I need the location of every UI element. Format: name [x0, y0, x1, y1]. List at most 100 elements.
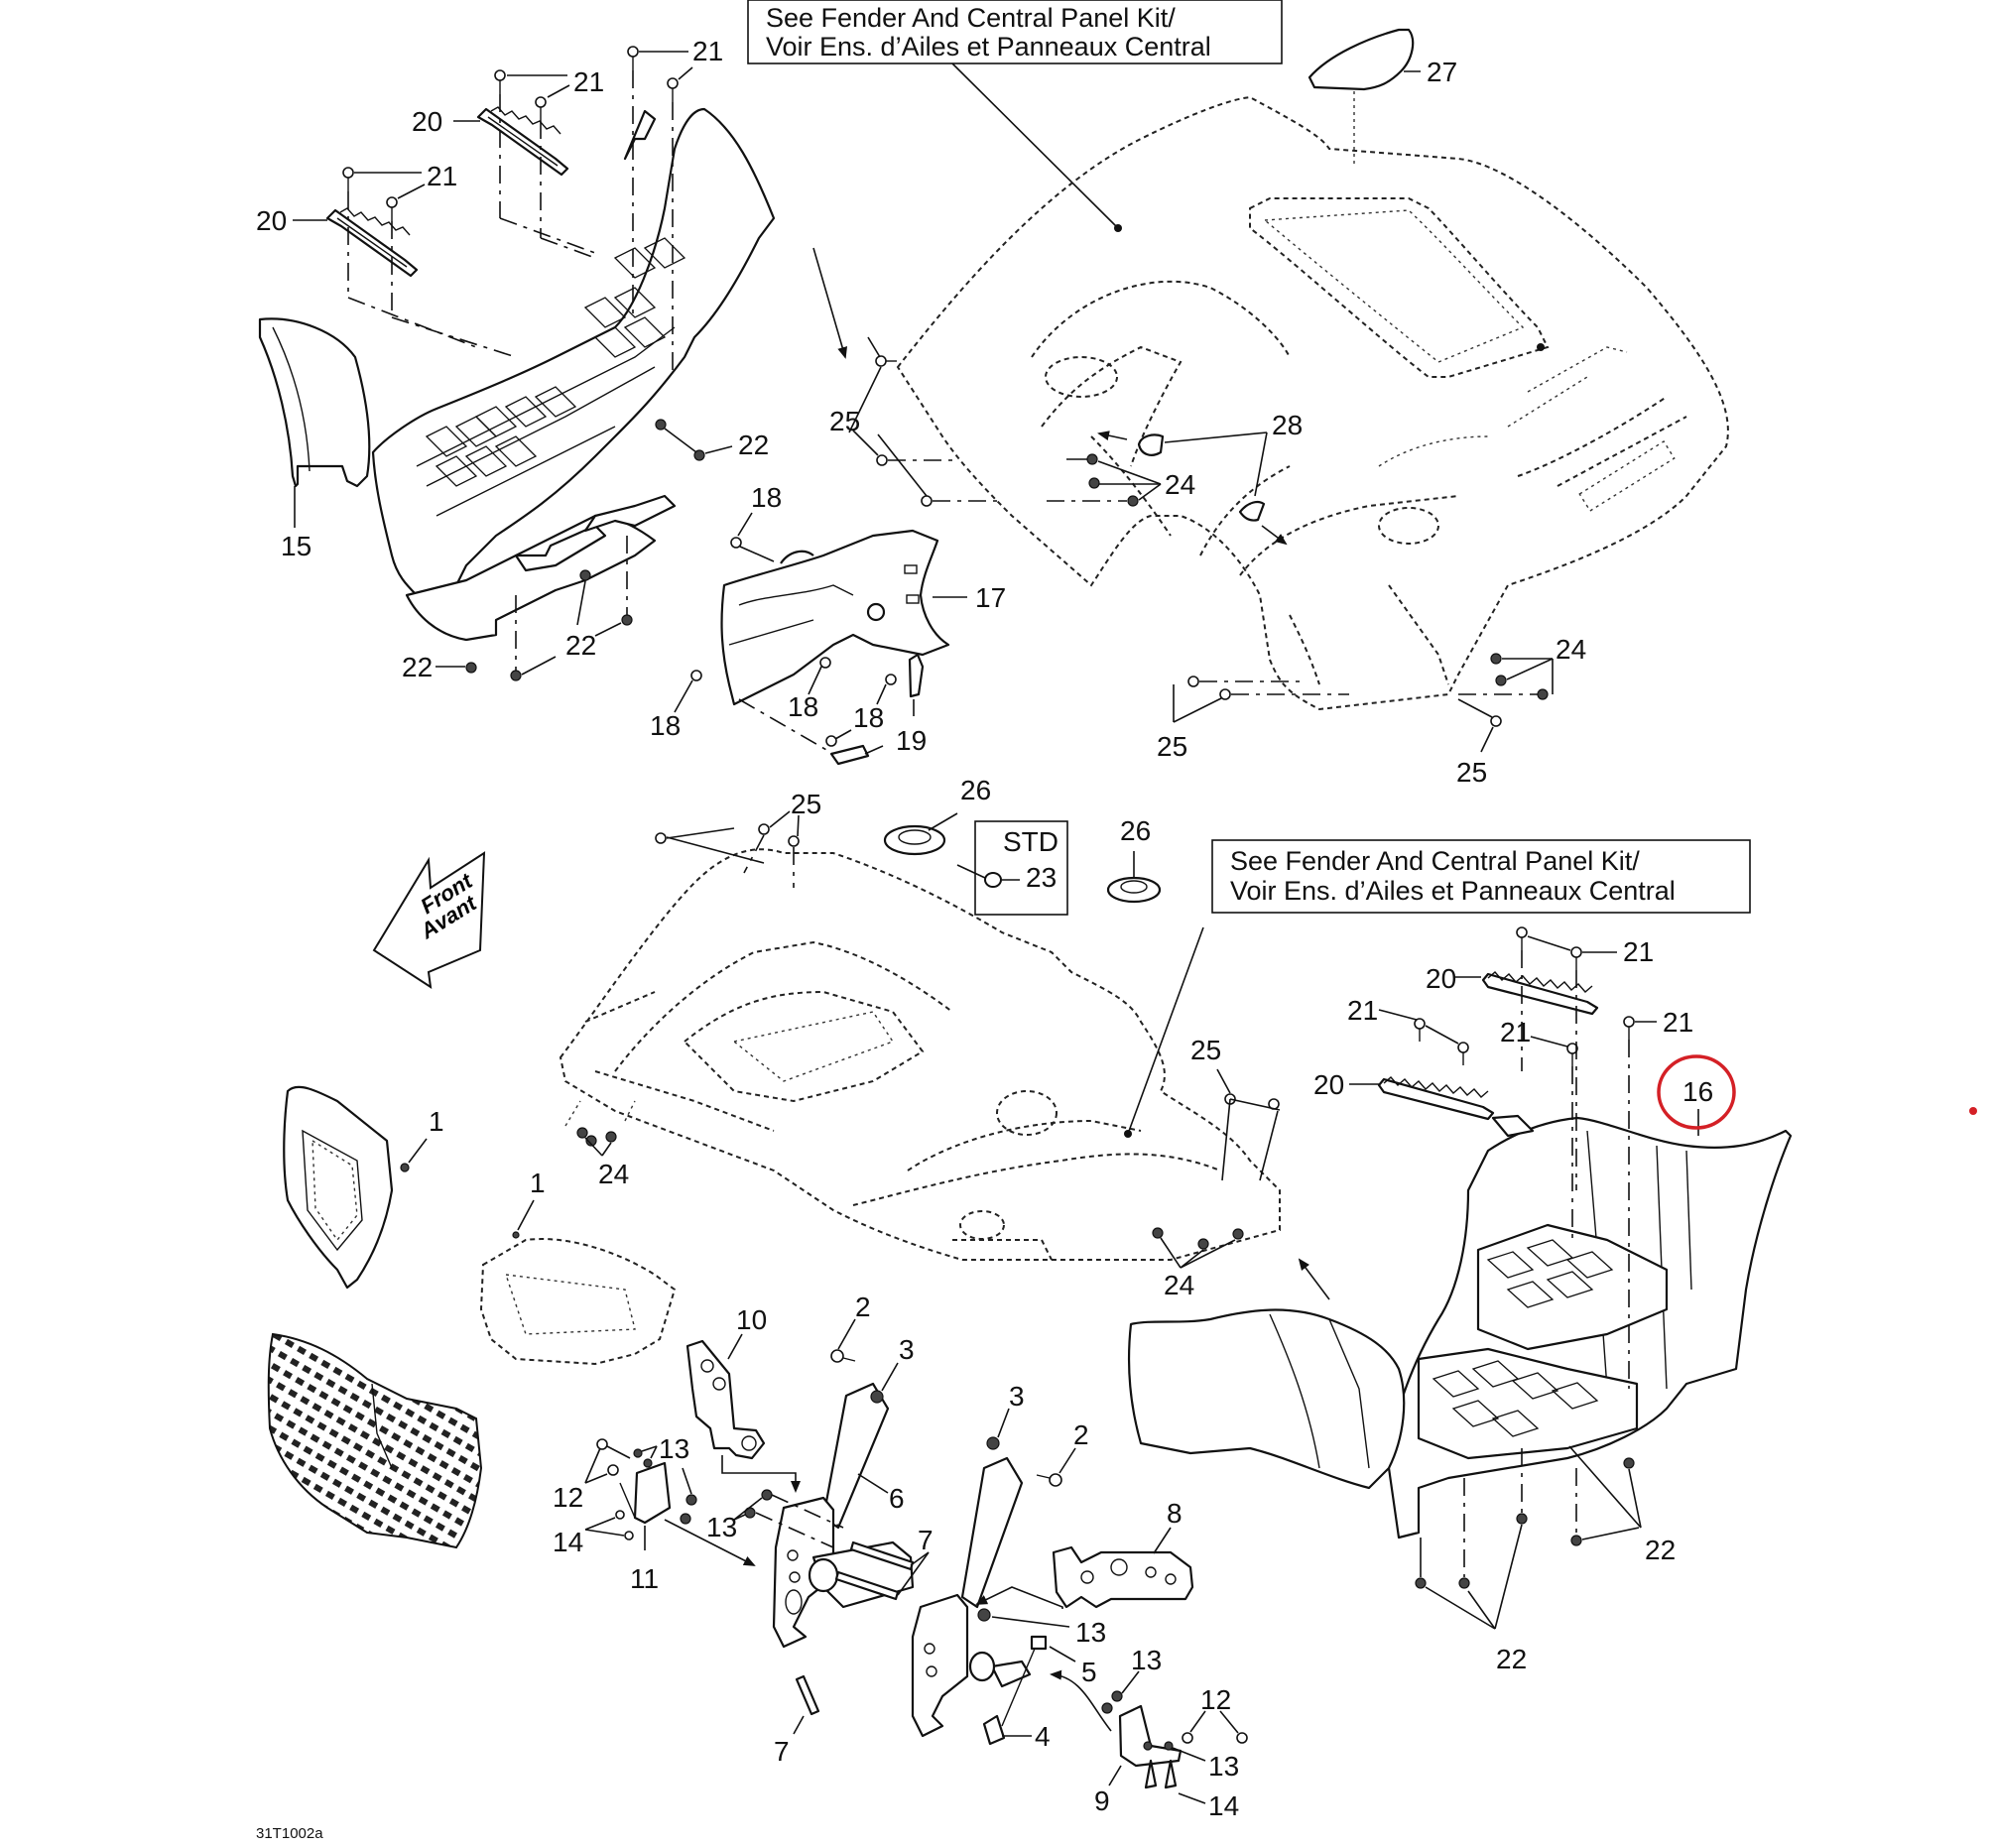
callout-25-a: 25 [829, 406, 860, 436]
callout-20-d: 20 [1313, 1069, 1344, 1100]
part-17-side-panel [720, 529, 950, 706]
highlight-circle-16 [1657, 1054, 1736, 1130]
callout-18-b: 18 [650, 710, 681, 741]
callout-14-a: 14 [553, 1527, 583, 1557]
callout-17: 17 [975, 582, 1006, 613]
callout-13-e: 13 [1208, 1751, 1239, 1782]
callout-22-c: 22 [402, 652, 433, 682]
callout-25-e: 25 [1190, 1035, 1221, 1065]
callout-22-b: 22 [565, 630, 596, 661]
nuts-22-top-left [436, 419, 733, 681]
callout-13-a: 13 [659, 1433, 689, 1464]
callout-24-a: 24 [1165, 469, 1195, 500]
rear-fender-phantom [896, 95, 1729, 711]
fender-assembly-arrow [812, 247, 848, 359]
callout-23: 23 [1026, 862, 1057, 893]
part-20-step-plate-lower-right [1377, 1076, 1495, 1121]
washer-23 [984, 872, 1002, 888]
callout-1-b: 1 [530, 1168, 546, 1198]
note-top-line2: Voir Ens. d’Ailes et Panneaux Central [766, 32, 1211, 62]
nuts-22-right [1415, 1445, 1642, 1630]
callout-24-c: 24 [598, 1159, 629, 1189]
part-10-bracket [685, 1339, 766, 1460]
callout-21-c: 21 [427, 161, 457, 191]
callout-21-g: 21 [1663, 1007, 1693, 1038]
fasteners-24-middle [564, 1068, 1281, 1269]
part-20-step-plate-lower-left [325, 207, 419, 278]
callout-6: 6 [889, 1483, 905, 1514]
callout-22-d: 22 [1496, 1644, 1527, 1674]
part-27-cap [1308, 28, 1415, 91]
fender-fasteners-upper-left [848, 336, 1002, 507]
part-16-top-flange [1491, 1114, 1535, 1138]
callout-13-d: 13 [1131, 1645, 1162, 1675]
fender-fasteners-24-upper [1047, 453, 1162, 507]
callout-20-a: 20 [412, 106, 442, 137]
front-grille-upper [283, 1085, 394, 1290]
callout-5: 5 [1081, 1657, 1097, 1687]
callout-25-c: 25 [1456, 757, 1487, 788]
callout-14-b: 14 [1208, 1790, 1239, 1821]
callout-16: 16 [1682, 1076, 1713, 1107]
pins-7 [793, 1540, 930, 1735]
callout-28: 28 [1272, 410, 1303, 440]
callout-21-d: 21 [1623, 936, 1654, 967]
part-15-footrest-left [258, 107, 776, 642]
fender-gaskets-26 [883, 812, 1162, 904]
front-fender-phantom [559, 848, 1281, 1261]
part-20-step-plate-upper-left [476, 106, 569, 177]
callout-22-e: 22 [1645, 1535, 1676, 1565]
callout-10: 10 [736, 1304, 767, 1335]
note-middle-line2: Voir Ens. d’Ailes et Panneaux Central [1230, 876, 1676, 906]
footrest-right-arrow [1298, 1258, 1330, 1300]
red-marker-dot [1969, 1107, 1977, 1115]
fasteners-18-19 [674, 512, 925, 766]
fasteners-25-middle [655, 810, 800, 888]
callout-18-a: 18 [751, 482, 782, 513]
step-bolts-top-left [293, 46, 693, 377]
part-28-plug-b [1238, 501, 1266, 522]
callout-25-d: 25 [791, 789, 821, 819]
callout-20-b: 20 [256, 205, 287, 236]
note-top-leader [951, 62, 1119, 229]
part-16-footrest-right [1387, 1116, 1793, 1540]
front-direction-arrow: Front Avant [372, 851, 486, 990]
callout-24-d: 24 [1164, 1270, 1194, 1300]
note-middle-line1: See Fender And Central Panel Kit/ [1230, 846, 1640, 876]
callout-19: 19 [896, 725, 927, 756]
std-label: STD [1003, 826, 1059, 857]
note-top-anchor [1114, 224, 1122, 232]
part-16-mudflap [1127, 1308, 1406, 1490]
callout-15: 15 [281, 531, 311, 561]
fasteners-4-5-13 [977, 1608, 1076, 1746]
part-6-support-left [772, 1382, 915, 1649]
callout-21-f: 21 [1500, 1017, 1531, 1047]
callout-4: 4 [1035, 1721, 1051, 1752]
callout-26-b: 26 [1120, 815, 1151, 846]
note-top-line1: See Fender And Central Panel Kit/ [766, 3, 1176, 33]
callout-13-b: 13 [706, 1512, 737, 1542]
clip-1a [400, 1163, 410, 1172]
callout-12-a: 12 [553, 1482, 583, 1513]
callout-21-a: 21 [692, 36, 723, 66]
part-8-bracket [1052, 1545, 1194, 1609]
callout-9: 9 [1094, 1786, 1110, 1816]
front-fascia-phantom [479, 1231, 677, 1366]
part-20-step-plate-upper-right [1481, 971, 1599, 1016]
fasteners-2-3 [830, 1318, 1076, 1487]
callout-18-c: 18 [788, 691, 818, 722]
callout-3-a: 3 [899, 1334, 915, 1365]
callout-11: 11 [630, 1563, 659, 1594]
callout-21-e: 21 [1347, 995, 1378, 1026]
callout-2-b: 2 [1073, 1419, 1089, 1450]
note-box-top: See Fender And Central Panel Kit/ Voir E… [747, 0, 1283, 64]
callout-24-b: 24 [1556, 634, 1586, 665]
callout-25-b: 25 [1157, 731, 1187, 762]
part-28-plug-a [1137, 433, 1165, 456]
callout-18-d: 18 [853, 702, 884, 733]
fender-fasteners-lower [1173, 653, 1554, 753]
front-grille-lower [267, 1332, 483, 1549]
callout-12-b: 12 [1200, 1684, 1231, 1715]
step-bolts-right [1349, 926, 1657, 1389]
